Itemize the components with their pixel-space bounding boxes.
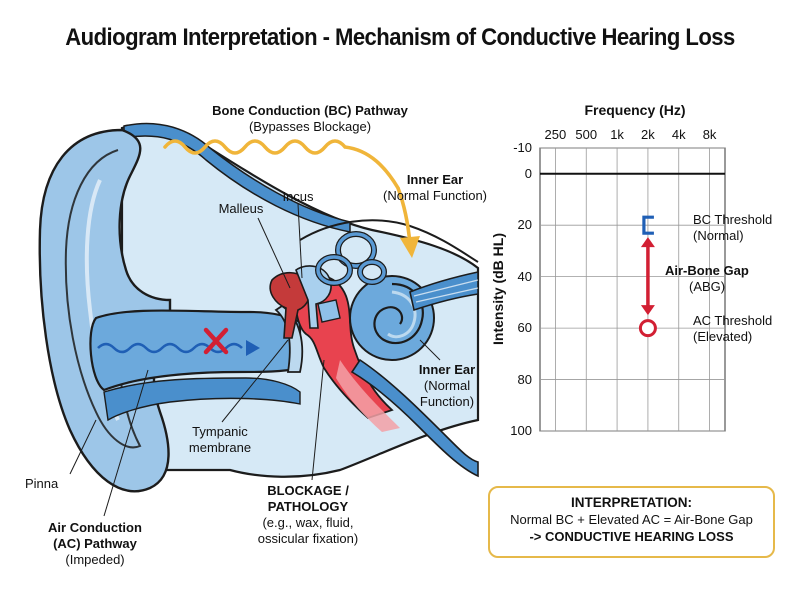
interpretation-heading: INTERPRETATION:: [571, 495, 692, 510]
air-conduction-arrowhead: [246, 340, 260, 356]
intensity-axis-title: Intensity (dB HL): [490, 233, 506, 345]
db-tick--10: -10: [513, 140, 532, 155]
blockage-sub1: (e.g., wax, fluid,: [262, 515, 354, 530]
freq-tick-8k: 8k: [702, 127, 717, 142]
skull-top-outline: [299, 219, 479, 263]
blockage-sub2: ossicular fixation): [257, 531, 359, 546]
freq-tick-250: 250: [544, 127, 567, 142]
tympanic-line1: Tympanic: [192, 424, 248, 439]
bc-threshold-marker: [642, 215, 654, 235]
malleus-label: Malleus: [218, 201, 264, 216]
lower-canal-tissue: [103, 377, 301, 422]
pinna-inner-fold: [64, 149, 142, 449]
bc-threshold-line2: (Normal): [693, 228, 744, 243]
ac-threshold-marker: [638, 319, 657, 338]
bc-pathway-title: Bone Conduction (BC) Pathway: [212, 103, 408, 118]
ac-pathway-label: Air Conduction (AC) Pathway (Impeded): [30, 520, 160, 568]
freq-tick-2k: 2k: [641, 127, 655, 142]
inner-ear-right-label: Inner Ear (Normal Function): [407, 362, 487, 410]
bone-conduction-wave: [163, 139, 400, 190]
db-tick-60: 60: [517, 320, 532, 336]
db-tick-40: 40: [517, 268, 532, 284]
chart-marks: [638, 215, 657, 338]
ac-pathway-sub: (Impeded): [65, 552, 125, 567]
pinna-label: Pinna: [25, 476, 59, 491]
leader-lines: [69, 203, 441, 517]
freq-tick-1k: 1k: [610, 127, 624, 142]
air-bone-gap-arrowhead-down: [640, 305, 655, 316]
freq-axis-title: Frequency (Hz): [584, 102, 686, 118]
eustachian-tube: [350, 358, 479, 478]
ear-anatomy: [38, 122, 480, 493]
chart-grid-horizontal: [540, 147, 725, 432]
blockage-line2: PATHOLOGY: [267, 499, 349, 514]
inner-ear-top-title: Inner Ear: [406, 172, 464, 187]
blocked-x-icon: [203, 327, 229, 355]
inner-ear-right-sub2: Function): [419, 394, 475, 409]
auditory-nerve: [409, 271, 479, 312]
freq-tick-4k: 4k: [671, 127, 686, 142]
ac-threshold-label: AC Threshold (Elevated): [693, 313, 793, 345]
db-tick-0: 0: [524, 165, 532, 181]
audiogram-chart: [539, 147, 726, 432]
interpretation-line1: Normal BC + Elevated AC = Air-Bone Gap: [510, 512, 753, 527]
bc-pathway-sub: (Bypasses Blockage): [248, 119, 372, 134]
page-title: Audiogram Interpretation - Mechanism of …: [65, 24, 735, 51]
interpretation-conclusion: -> CONDUCTIVE HEARING LOSS: [529, 529, 734, 544]
freq-tick-500: 500: [575, 127, 598, 142]
db-tick-80: 80: [517, 371, 532, 387]
malleus-bone: [269, 271, 312, 339]
blockage-line1: BLOCKAGE /: [267, 483, 349, 498]
db-tick-20: 20: [517, 217, 532, 233]
ac-pathway-line1: Air Conduction: [48, 520, 142, 535]
bc-threshold-label: BC Threshold (Normal): [693, 212, 793, 244]
semicircular-canals: [315, 231, 387, 286]
ac-threshold-line2: (Elevated): [693, 329, 753, 344]
tympanic-line2: membrane: [188, 440, 252, 455]
inner-ear-right-sub1: (Normal: [423, 378, 471, 393]
stapes-bone: [317, 299, 341, 323]
ear-canal: [89, 309, 302, 392]
blockage-label: BLOCKAGE / PATHOLOGY (e.g., wax, fluid, …: [228, 483, 388, 547]
ac-pathway-line2: (AC) Pathway: [53, 536, 137, 551]
bc-pathway-label: Bone Conduction (BC) Pathway (Bypasses B…: [200, 103, 420, 135]
tympanic-membrane-label: Tympanic membrane: [175, 424, 265, 456]
abg-line2: (ABG): [689, 279, 726, 294]
air-conduction-wave: [97, 342, 243, 354]
bc-threshold-line1: BC Threshold: [693, 212, 773, 227]
inner-ear-right-title: Inner Ear: [418, 362, 476, 377]
chart-plot-area: [539, 147, 726, 432]
db-tick-100: 100: [510, 423, 532, 438]
middle-ear-blockage-fade: [336, 360, 400, 432]
inner-ear-top-sub: (Normal Function): [382, 188, 488, 203]
inner-ear-top-label: Inner Ear (Normal Function): [370, 172, 500, 204]
ac-threshold-line1: AC Threshold: [693, 313, 773, 328]
air-bone-gap-arrowhead-up: [640, 237, 655, 248]
incus-label: Incus: [282, 189, 314, 204]
interpretation-box: INTERPRETATION: Normal BC + Elevated AC …: [488, 486, 775, 558]
abg-label: Air-Bone Gap (ABG): [665, 263, 775, 295]
abg-line1: Air-Bone Gap: [665, 263, 749, 278]
bone-conduction-arrowhead: [400, 236, 420, 258]
